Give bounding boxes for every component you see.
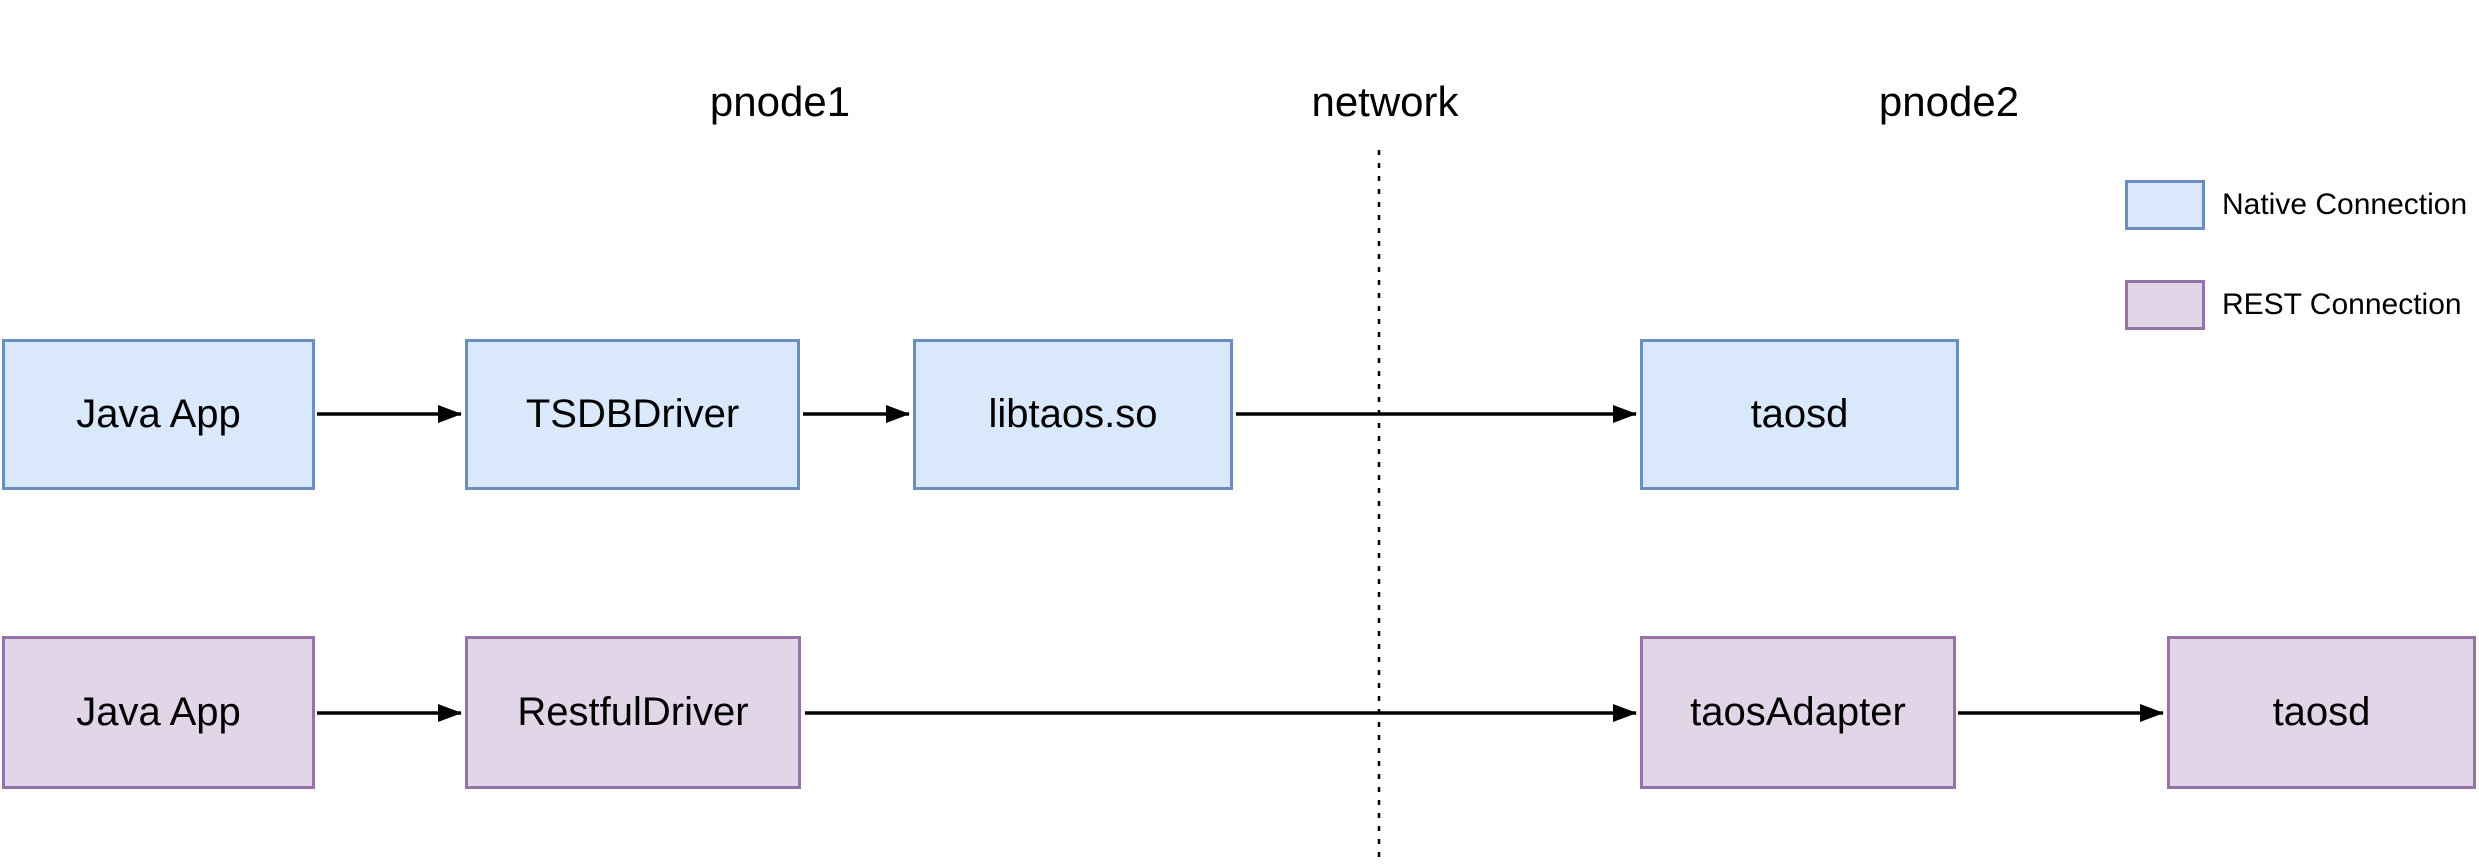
node-java-app-native: Java App bbox=[2, 339, 315, 490]
node-label: Java App bbox=[76, 392, 241, 436]
node-taosd-rest: taosd bbox=[2167, 636, 2476, 789]
legend-label-rest-connection: REST Connection bbox=[2222, 288, 2462, 321]
legend-swatch-rest-connection bbox=[2125, 280, 2205, 330]
legend-swatch-native-connection bbox=[2125, 180, 2205, 230]
node-libtaos-so: libtaos.so bbox=[913, 339, 1233, 490]
node-label: libtaos.so bbox=[988, 392, 1158, 436]
node-label: taosd bbox=[1750, 392, 1849, 436]
zone-label-network: network bbox=[1311, 78, 1459, 125]
node-label: RestfulDriver bbox=[517, 690, 749, 734]
zone-label-pnode1: pnode1 bbox=[709, 78, 851, 125]
node-restfuldriver: RestfulDriver bbox=[465, 636, 801, 789]
node-label: Java App bbox=[76, 690, 241, 734]
legend-label-native-connection: Native Connection bbox=[2222, 188, 2468, 221]
node-java-app-rest: Java App bbox=[2, 636, 315, 789]
node-label: taosAdapter bbox=[1690, 690, 1906, 734]
node-taosd-native: taosd bbox=[1640, 339, 1959, 490]
node-taosadapter: taosAdapter bbox=[1640, 636, 1956, 789]
node-label: taosd bbox=[2272, 690, 2371, 734]
zone-label-pnode2: pnode2 bbox=[1878, 78, 2020, 125]
node-label: TSDBDriver bbox=[525, 392, 740, 436]
node-tsdbdriver: TSDBDriver bbox=[465, 339, 800, 490]
